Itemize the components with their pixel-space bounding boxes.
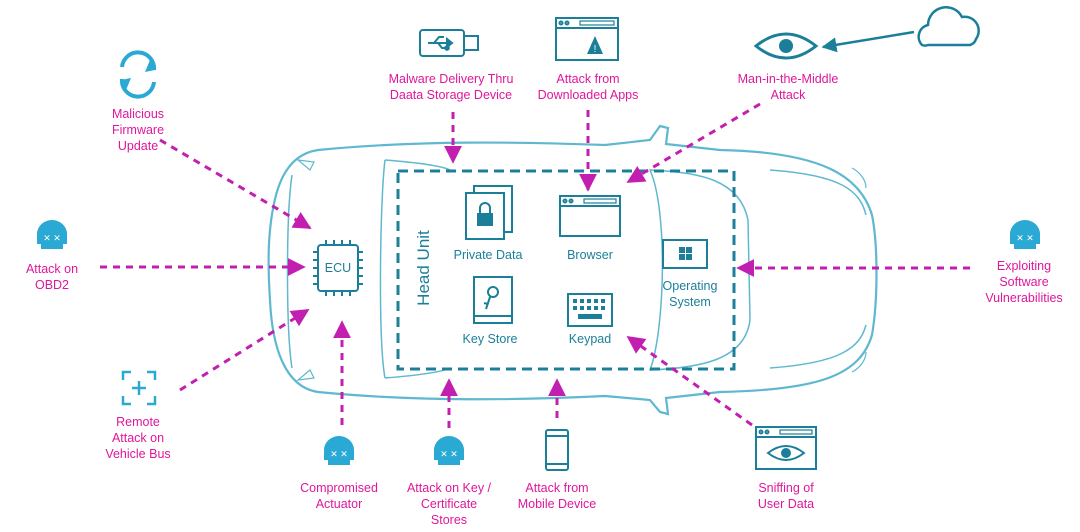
keyboard-icon — [567, 293, 613, 327]
cloud-icon — [917, 6, 980, 47]
windows-logo-icon — [662, 239, 708, 269]
attack-label-malicious-firmware: Malicious Firmware Update — [111, 107, 165, 153]
attack-label-software-vuln: Exploiting Software Vulnerabilities — [985, 259, 1063, 305]
padlock-document-icon — [465, 185, 513, 240]
attack-label-sniffing: Sniffing of User Data — [757, 481, 815, 511]
skull-icon: ✕ ✕ — [1010, 220, 1040, 249]
svg-text:✕ ✕: ✕ ✕ — [440, 449, 458, 459]
svg-text:✕ ✕: ✕ ✕ — [43, 233, 61, 243]
eye-window-icon — [755, 426, 817, 470]
svg-text:✕ ✕: ✕ ✕ — [330, 449, 348, 459]
component-label-keypad: Keypad — [568, 332, 612, 346]
component-label-browser: Browser — [567, 248, 613, 262]
usb-drive-icon — [419, 29, 479, 57]
attack-label-key-certificate: Attack on Key / Certificate Stores — [406, 481, 492, 527]
skull-icon: ✕ ✕ — [37, 220, 67, 249]
attack-label-vehicle-bus: Remote Attack on Vehicle Bus — [105, 415, 171, 461]
eye-icon — [753, 32, 819, 60]
component-label-private-data: Private Data — [453, 248, 523, 262]
head-unit-label: Head Unit — [414, 230, 433, 306]
smartphone-icon — [545, 429, 569, 471]
car-outline — [267, 124, 878, 416]
browser-window-icon — [559, 195, 621, 237]
head-unit-box — [396, 169, 736, 371]
attack-label-downloaded-apps: Attack from Downloaded Apps — [537, 72, 639, 102]
ecu-chip-icon — [313, 240, 363, 296]
attack-label-mobile-device: Attack from Mobile Device — [517, 481, 597, 511]
warning-window-icon: ! — [555, 17, 619, 61]
attack-label-obd2: Attack on OBD2 — [25, 262, 79, 292]
attack-label-mitm: Man-in-the-Middle Attack — [737, 72, 839, 102]
svg-text:✕ ✕: ✕ ✕ — [1016, 233, 1034, 243]
cloud-to-eye-arrow — [821, 30, 915, 53]
skull-icon: ✕ ✕ — [434, 436, 464, 465]
attack-arrows — [100, 102, 970, 428]
component-label-key-store: Key Store — [462, 332, 518, 346]
component-label-operating-system: Operating System — [662, 279, 718, 309]
crosshair-plus-icon — [121, 370, 157, 406]
svg-text:!: ! — [594, 44, 597, 55]
attack-label-compromised-actuator: Compromised Actuator — [300, 481, 378, 511]
ecu-label: ECU — [324, 261, 352, 275]
arrow-malicious-firmware — [159, 138, 312, 230]
attack-label-malware-storage: Malware Delivery Thru Daata Storage Devi… — [388, 72, 514, 102]
key-document-icon — [473, 276, 513, 324]
refresh-cycle-icon — [119, 50, 157, 99]
skull-icon: ✕ ✕ — [324, 436, 354, 465]
